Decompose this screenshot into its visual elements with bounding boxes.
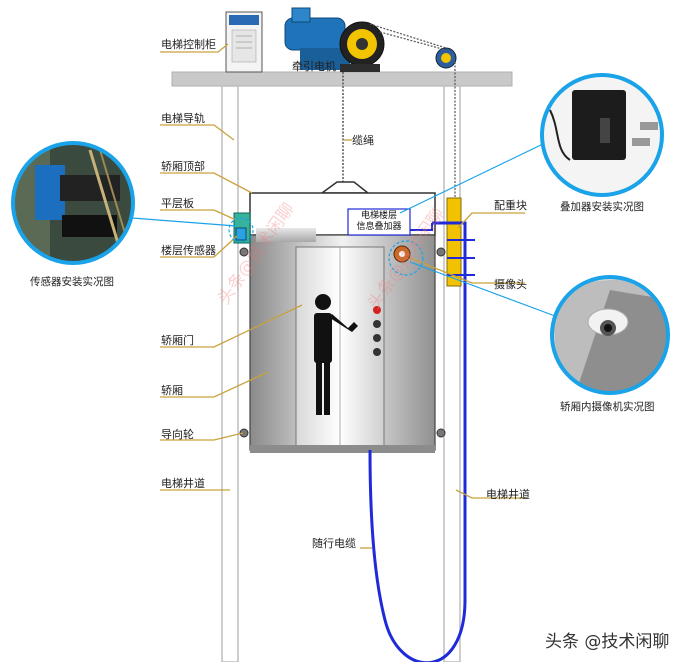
label-travel-cable: 随行电缆	[312, 537, 356, 550]
overlay-device	[347, 208, 411, 236]
label-floor-sensor: 楼层传感器	[161, 244, 216, 257]
label-guide-rail: 电梯导轨	[161, 112, 205, 125]
shaft-wall-left	[221, 85, 239, 662]
label-level-plate: 平层板	[161, 197, 194, 210]
overlay-photo-inset	[540, 73, 664, 197]
call-button-4	[373, 348, 381, 356]
label-shaft-right: 电梯井道	[486, 488, 530, 501]
label-guide-wheel: 导向轮	[161, 428, 194, 441]
watermark: 头条 @技术闲聊	[545, 632, 670, 652]
guide-wheel-top-right	[436, 247, 446, 257]
label-car-door: 轿厢门	[161, 334, 194, 347]
sensor-photo-inset	[11, 141, 135, 265]
camera-photo-inset	[550, 275, 670, 395]
floor-sensor	[235, 227, 247, 241]
guide-wheel-bottom-right	[436, 428, 446, 438]
overlay-line-1: 电梯楼层	[360, 211, 397, 221]
leader-lines	[160, 43, 525, 549]
guide-wheel-top-left	[239, 247, 249, 257]
caption-overlay-photo: 叠加器安装实况图	[560, 201, 644, 213]
label-counterweight: 配重块	[494, 199, 527, 212]
label-rope: 缆绳	[352, 134, 374, 147]
overlay-device-label: 电梯楼层 信息叠加器	[348, 211, 410, 233]
sensor-highlight	[228, 217, 254, 243]
call-button-1	[373, 306, 381, 314]
call-button-2	[373, 320, 381, 328]
label-control-cabinet: 电梯控制柜	[161, 38, 216, 51]
car-top-hitch	[319, 181, 371, 194]
call-button-3	[373, 334, 381, 342]
traction-machine	[284, 7, 385, 72]
label-shaft-left: 电梯井道	[161, 477, 205, 490]
caption-sensor-photo: 传感器安装实况图	[30, 276, 114, 288]
idler-pulley	[435, 47, 457, 69]
machine-room-floor	[171, 71, 513, 87]
label-traction-machine: 牵引电机	[292, 60, 336, 73]
label-camera: 摄像头	[494, 278, 527, 291]
travel-cable	[368, 221, 467, 662]
guide-wheel-bottom-left	[239, 428, 249, 438]
counterweight	[446, 197, 462, 287]
control-cabinet	[225, 11, 263, 73]
label-car-top: 轿厢顶部	[161, 160, 205, 173]
caption-camera-photo: 轿厢内摄像机实况图	[560, 401, 655, 413]
shaft-wall-right	[443, 85, 461, 662]
label-car: 轿厢	[161, 384, 183, 397]
overlay-line-2: 信息叠加器	[356, 222, 402, 232]
camera-highlight	[388, 240, 424, 276]
person-icon	[314, 294, 358, 415]
